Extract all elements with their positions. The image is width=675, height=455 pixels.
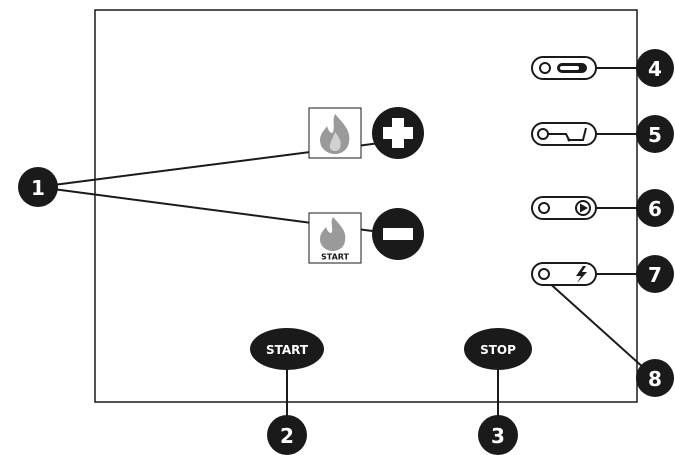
callout-7: 7 (636, 255, 674, 293)
led-icon (538, 202, 550, 214)
callout-4: 4 (636, 49, 674, 87)
led-icon (537, 128, 549, 140)
indicator-pump (531, 122, 597, 146)
minus-icon (383, 228, 413, 240)
start-button[interactable]: START (250, 328, 324, 370)
callout-number: 7 (648, 263, 662, 287)
plus-icon (392, 118, 404, 148)
callout-badge (267, 415, 307, 455)
thermometer-tube (560, 66, 579, 70)
callout-badge (18, 167, 58, 207)
lightning-icon (576, 266, 587, 283)
increase-button[interactable] (372, 107, 424, 159)
stop-button[interactable]: STOP (464, 328, 532, 370)
flame-plus-indicator (308, 107, 362, 159)
start-button-shape[interactable] (250, 328, 324, 370)
callout-number: 6 (648, 197, 662, 221)
callout-number: 8 (648, 367, 662, 391)
indicator-temperature (531, 56, 597, 80)
callout-8: 8 (636, 359, 674, 397)
indicator-power (531, 262, 597, 286)
leader-8 (545, 279, 656, 379)
led-icon (538, 268, 550, 280)
callout-badge (636, 359, 674, 397)
callout-number: 5 (648, 123, 662, 147)
led-icon (539, 62, 551, 74)
flame-minus-indicator: START (308, 212, 362, 264)
callout-5: 5 (636, 115, 674, 153)
callout-badge (636, 255, 674, 293)
callout-6: 6 (636, 189, 674, 227)
callout-badge (636, 49, 674, 87)
decrease-button[interactable] (372, 208, 424, 260)
callout-2: 2 (267, 415, 307, 455)
start-button-label: START (266, 343, 309, 357)
callout-badge (478, 415, 518, 455)
callout-badge (636, 115, 674, 153)
flame-inner-icon (329, 132, 341, 151)
stop-button-label: STOP (480, 343, 516, 357)
callout-1: 1 (18, 167, 58, 207)
stop-button-shape[interactable] (464, 328, 532, 370)
flame-minus-label: START (321, 253, 350, 262)
callout-number: 4 (648, 57, 662, 81)
flame-small-icon (320, 217, 346, 251)
callout-number: 3 (491, 424, 505, 448)
indicator-play (531, 196, 597, 220)
callout-number: 2 (280, 424, 294, 448)
callout-number: 1 (31, 176, 45, 200)
play-triangle-icon (580, 203, 588, 213)
pump-dot-icon (567, 138, 571, 142)
callout-badge (636, 189, 674, 227)
callout-3: 3 (478, 415, 518, 455)
